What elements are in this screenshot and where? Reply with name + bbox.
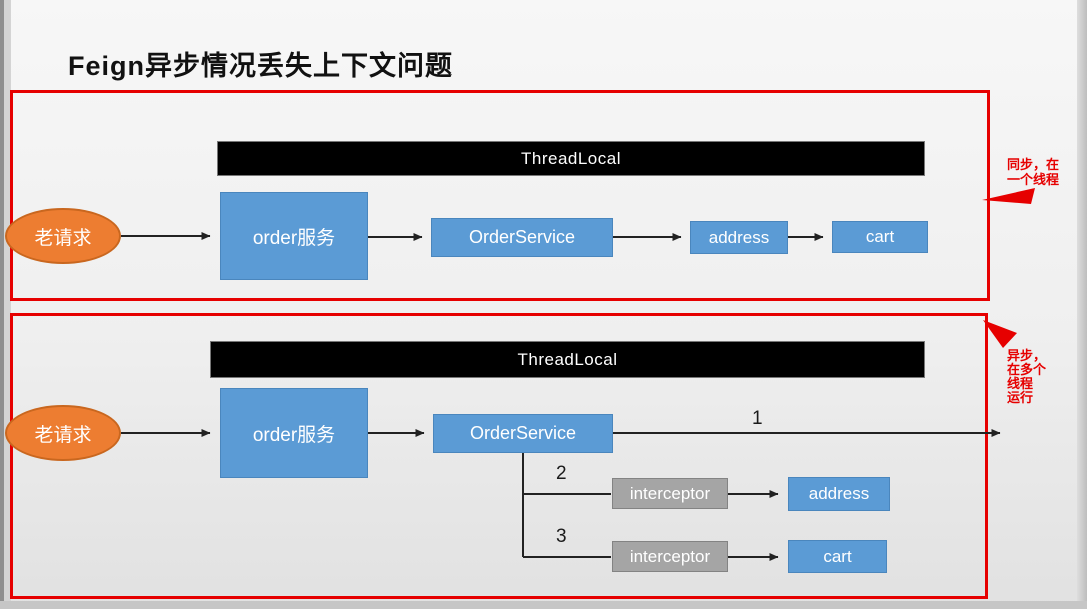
async-threadlocal-label: ThreadLocal: [517, 349, 618, 369]
async-threadlocal-bar: ThreadLocal: [210, 341, 925, 378]
sync-request-label: 老请求: [34, 227, 92, 249]
sync-section-frame: [10, 90, 990, 301]
page-title: Feign异步情况丢失上下文问题: [68, 51, 453, 81]
async-interceptor-cart-node: interceptor: [612, 541, 728, 572]
async-orderservice-class-label: OrderService: [469, 423, 577, 443]
async-address-node: address: [788, 477, 890, 511]
async-step-1-label: 1: [752, 408, 763, 429]
async-request-node: 老请求: [5, 405, 121, 461]
async-interceptor-cart-label: interceptor: [629, 546, 711, 566]
sync-annotation-line2: 一个线程: [1007, 172, 1060, 187]
window-left-edge: [0, 0, 4, 609]
async-annotation-line1: 异步，: [1007, 348, 1047, 363]
async-annotation-arrow: [983, 320, 1017, 348]
sync-cart-label: cart: [865, 227, 895, 246]
async-order-service-label: order服务: [252, 424, 336, 446]
async-request-label: 老请求: [34, 424, 92, 446]
window-right-edge: [1077, 0, 1087, 609]
window-bottom-edge: [0, 601, 1087, 609]
sync-orderservice-class-node: OrderService: [431, 218, 613, 257]
sync-cart-node: cart: [832, 221, 928, 253]
sync-order-service-label: order服务: [252, 227, 336, 249]
async-interceptor-address-node: interceptor: [612, 478, 728, 509]
async-step-3-label: 3: [556, 526, 567, 547]
async-address-label: address: [808, 484, 870, 503]
sync-request-node: 老请求: [5, 208, 121, 264]
sync-address-node: address: [690, 221, 788, 254]
sync-address-label: address: [708, 227, 770, 247]
sync-threadlocal-label: ThreadLocal: [520, 148, 621, 168]
sync-annotation-line1: 同步，在: [1007, 157, 1060, 172]
sync-order-service-node: order服务: [220, 192, 368, 280]
sync-threadlocal-bar: ThreadLocal: [217, 141, 925, 176]
async-step-2-label: 2: [556, 463, 567, 484]
window-left-border: [4, 0, 11, 609]
async-section-frame: [10, 313, 988, 599]
async-order-service-node: order服务: [220, 388, 368, 478]
async-annotation-line2: 在多个: [1007, 362, 1047, 377]
async-cart-label: cart: [823, 546, 852, 566]
async-annotation-line4: 运行: [1007, 390, 1034, 405]
async-cart-node: cart: [788, 540, 887, 573]
sync-orderservice-class-label: OrderService: [468, 227, 576, 247]
async-annotation: 异步， 在多个 线程 运行: [1007, 349, 1046, 405]
sync-annotation: 同步，在 一个线程: [1007, 157, 1059, 187]
async-annotation-line3: 线程: [1007, 376, 1034, 391]
async-orderservice-class-node: OrderService: [433, 414, 613, 453]
async-interceptor-address-label: interceptor: [629, 483, 711, 503]
